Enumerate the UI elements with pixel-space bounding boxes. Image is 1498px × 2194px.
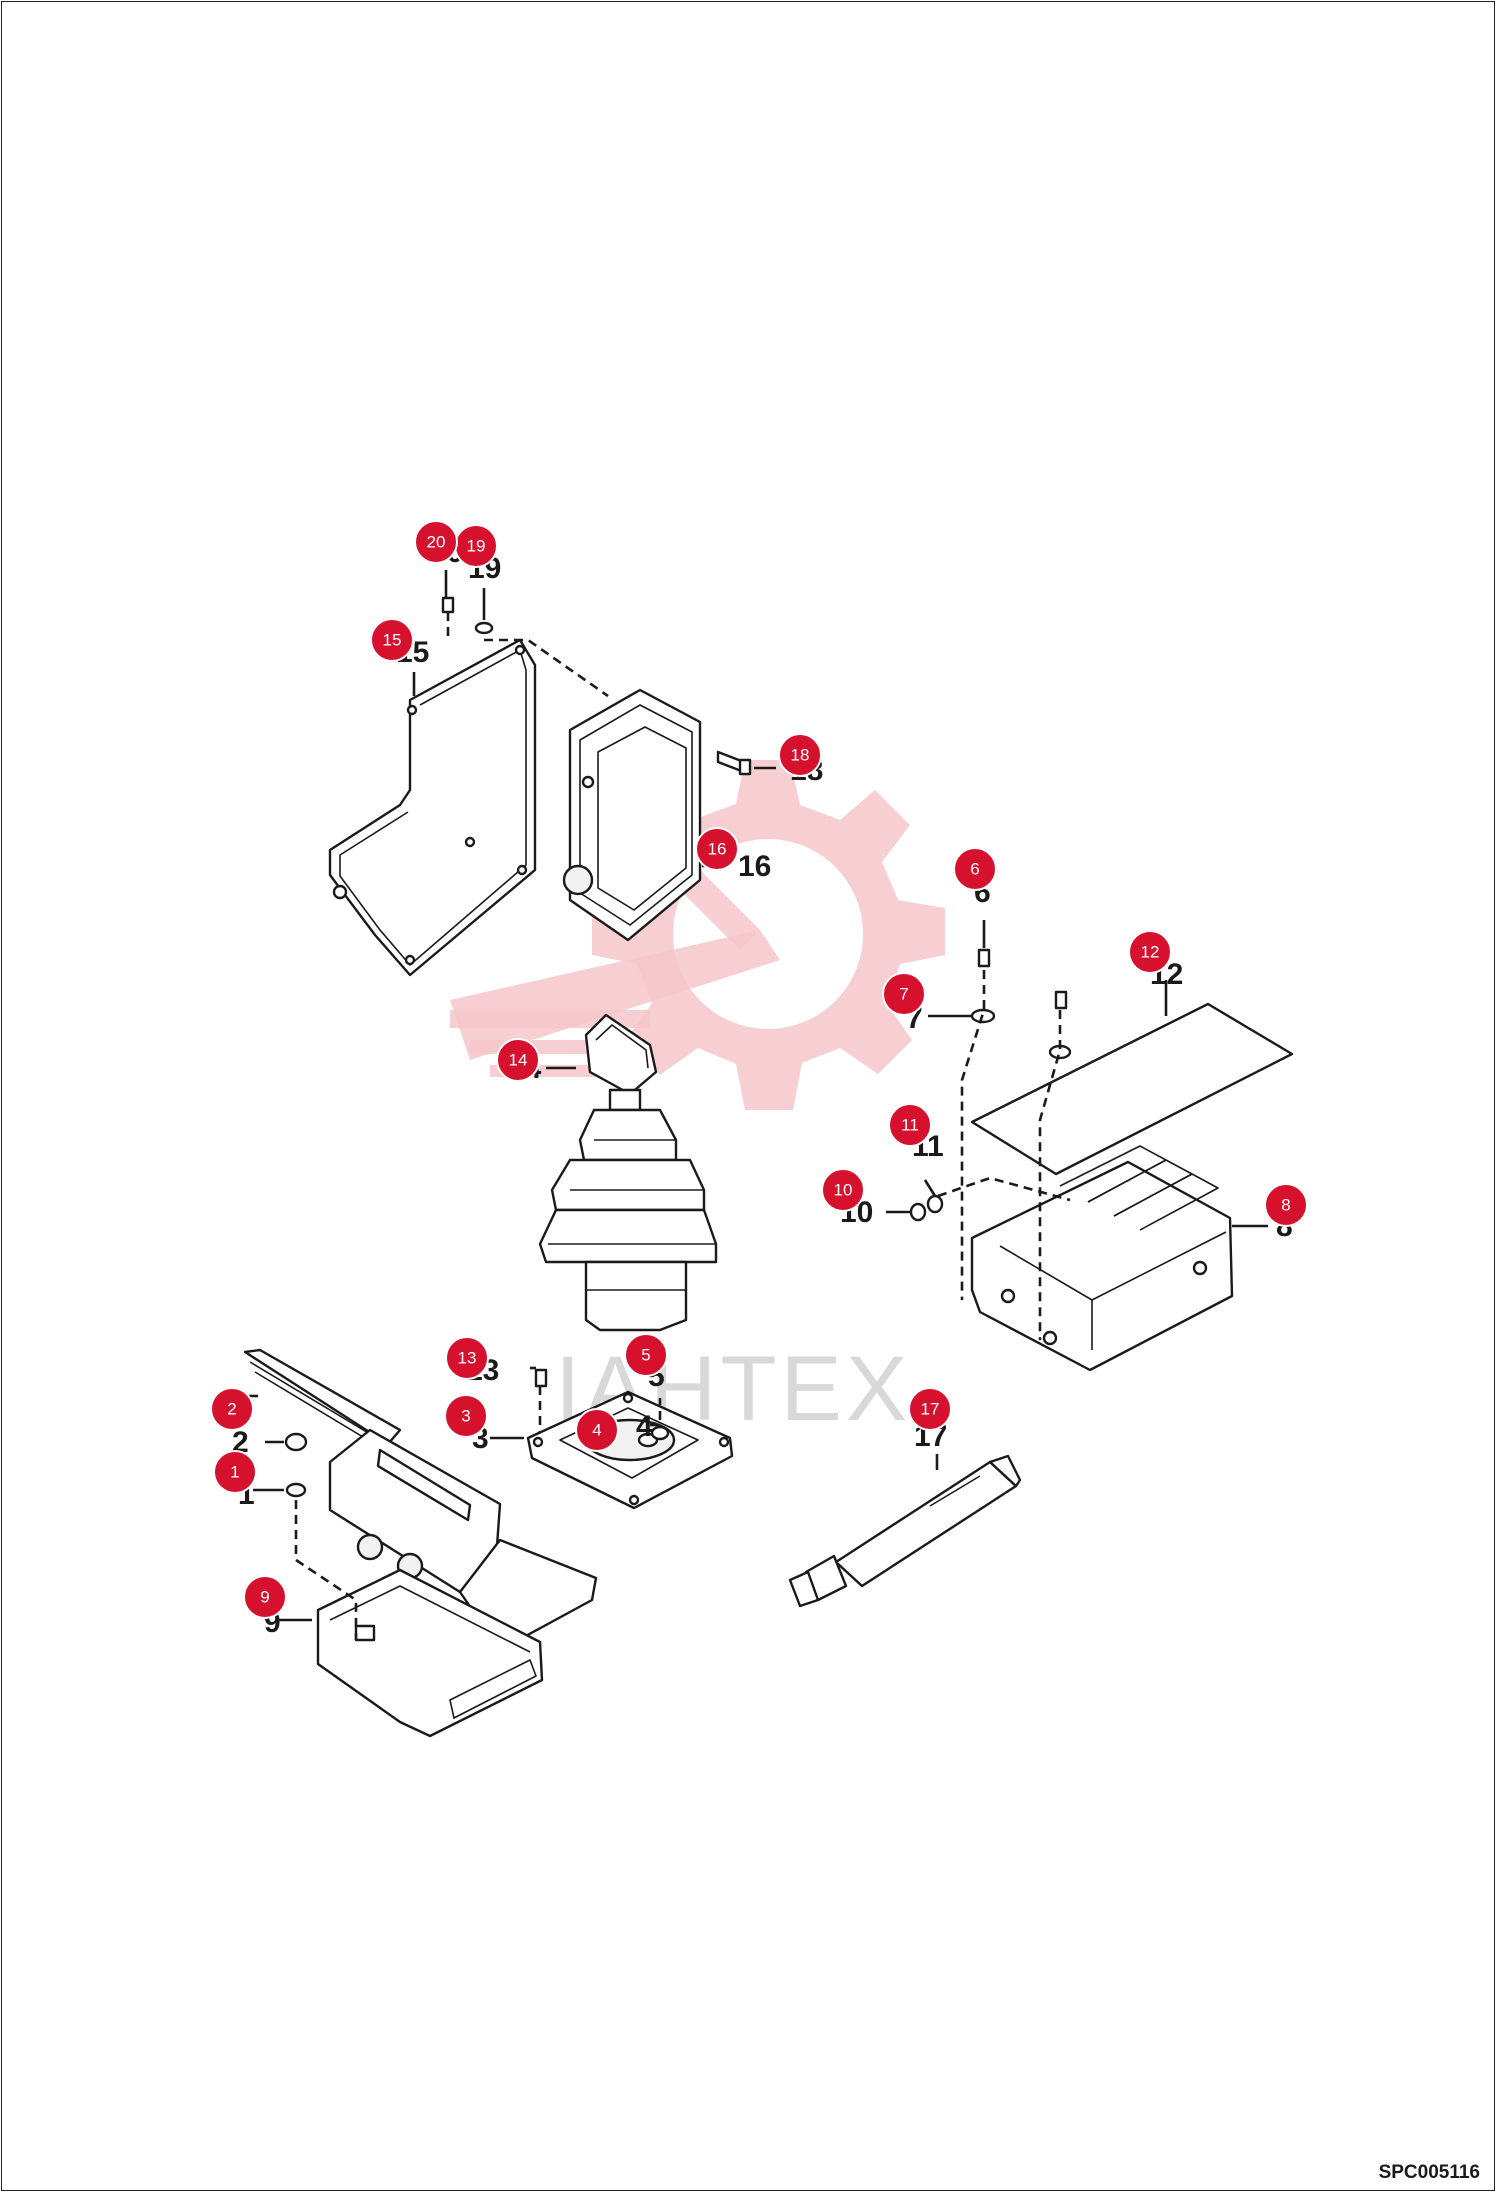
svg-text:2: 2 [227, 1400, 236, 1419]
svg-text:9: 9 [260, 1588, 269, 1607]
svg-text:3: 3 [461, 1407, 470, 1426]
callout-6[interactable]: 6 [953, 847, 997, 891]
svg-text:16: 16 [708, 840, 727, 859]
leader-lines [244, 570, 1268, 1622]
screw-6 [977, 948, 991, 968]
svg-text:6: 6 [970, 860, 979, 879]
callout-14[interactable]: 14 [496, 1038, 540, 1082]
screw-20 [441, 596, 455, 614]
washer-1 [285, 1482, 307, 1498]
svg-text:11: 11 [901, 1116, 919, 1135]
gasket-sheet [970, 1002, 1294, 1176]
callout-18[interactable]: 18 [778, 733, 822, 777]
assembly-lines [294, 612, 1071, 1640]
svg-text:5: 5 [641, 1346, 650, 1365]
callout-7[interactable]: 7 [882, 972, 926, 1016]
screw-13 [534, 1368, 548, 1388]
callout-3[interactable]: 3 [444, 1394, 488, 1438]
screw-18 [716, 750, 752, 776]
electrical-box [562, 688, 702, 942]
svg-text:12: 12 [1141, 943, 1160, 962]
callout-15[interactable]: 15 [370, 618, 414, 662]
svg-text:14: 14 [509, 1051, 528, 1070]
callout-4[interactable]: 4 [575, 1408, 619, 1452]
svg-text:10: 10 [834, 1181, 853, 1200]
callout-17[interactable]: 17 [908, 1387, 952, 1431]
valve-housing-9 [316, 1568, 544, 1738]
svg-text:7: 7 [899, 985, 908, 1004]
nut-5 [650, 1425, 670, 1441]
svg-text:13: 13 [458, 1349, 477, 1368]
svg-text:1: 1 [230, 1463, 239, 1482]
joystick-handle [584, 1013, 658, 1112]
svg-text:15: 15 [383, 631, 402, 650]
washer-19 [474, 621, 494, 635]
part-number-16: 16 [738, 850, 771, 883]
grease-tube [788, 1454, 1022, 1608]
nut-10 [909, 1202, 927, 1222]
joystick-boot [538, 1108, 718, 1332]
callout-1[interactable]: 1 [213, 1450, 257, 1494]
reference-code: SPC005116 [1378, 2162, 1480, 2183]
callout-20[interactable]: 20 [414, 520, 458, 564]
washer-11 [926, 1194, 944, 1214]
part-number-4: 4 [636, 1410, 653, 1443]
callout-9[interactable]: 9 [243, 1575, 287, 1619]
callout-8[interactable]: 8 [1264, 1183, 1308, 1227]
svg-text:8: 8 [1281, 1196, 1290, 1215]
callout-markers: 1 2 3 4 5 6 7 8 9 10 11 12 13 14 15 16 1… [210, 520, 1308, 1619]
svg-text:19: 19 [467, 537, 486, 556]
svg-text:17: 17 [921, 1400, 940, 1419]
callout-19[interactable]: 19 [454, 524, 498, 568]
callout-2[interactable]: 2 [210, 1387, 254, 1431]
callout-11[interactable]: 11 [888, 1103, 932, 1147]
svg-text:18: 18 [791, 746, 810, 765]
nut-2 [284, 1432, 308, 1452]
callout-12[interactable]: 12 [1128, 930, 1172, 974]
module-block-8 [970, 1145, 1234, 1372]
callout-5[interactable]: 5 [624, 1333, 668, 1377]
callout-10[interactable]: 10 [821, 1168, 865, 1212]
bracket-plate [328, 638, 537, 977]
callout-16[interactable]: 16 [695, 827, 739, 871]
callout-13[interactable]: 13 [445, 1336, 489, 1380]
svg-text:4: 4 [592, 1421, 601, 1440]
svg-text:20: 20 [427, 533, 446, 552]
